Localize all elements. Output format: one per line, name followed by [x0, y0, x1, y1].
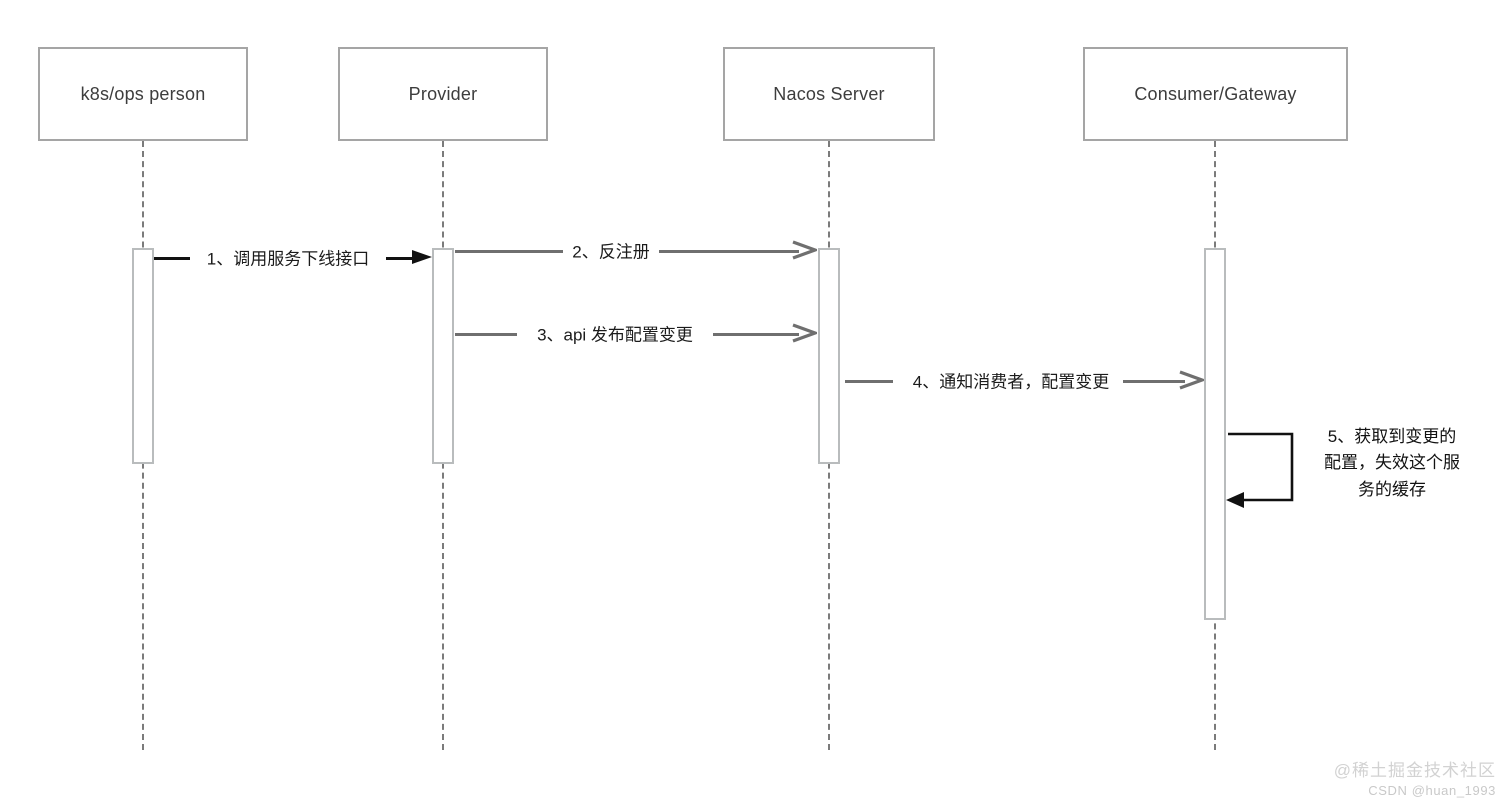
watermark: @稀土掘金技术社区 CSDN @huan_1993	[1296, 756, 1496, 798]
message-5-label-line-3: 务的缓存	[1358, 479, 1426, 499]
message-4-line-left	[845, 380, 893, 383]
participant-label-nacos: Nacos Server	[773, 83, 885, 104]
watermark-author: CSDN @huan_1993	[1368, 783, 1496, 798]
activation-bar-k8s	[132, 248, 154, 464]
message-2-label: 2、反注册	[568, 237, 654, 263]
message-5-self-loop[interactable]	[1222, 424, 1312, 510]
participant-box-k8s[interactable]: k8s/ops person	[38, 47, 248, 141]
activation-bar-provider	[432, 248, 454, 464]
participant-box-provider[interactable]: Provider	[338, 47, 548, 141]
message-3-label: 3、api 发布配置变更	[533, 320, 697, 346]
participant-label-consumer: Consumer/Gateway	[1134, 83, 1297, 104]
message-2-line-left	[455, 250, 563, 253]
message-4-line-right	[1123, 380, 1185, 383]
participant-box-nacos[interactable]: Nacos Server	[723, 47, 935, 141]
message-3-arrowhead	[792, 323, 817, 343]
message-4-arrowhead	[1179, 370, 1204, 390]
participant-label-provider: Provider	[408, 83, 478, 104]
activation-bar-nacos	[818, 248, 840, 464]
message-1-line-right	[386, 257, 416, 260]
message-1-line-left	[154, 257, 190, 260]
activation-bar-consumer	[1204, 248, 1226, 620]
message-5-label: 5、获取到变更的 配置，失效这个服 务的缓存	[1308, 424, 1476, 503]
watermark-site-name: @稀土掘金技术社区	[1333, 761, 1496, 780]
participant-box-consumer[interactable]: Consumer/Gateway	[1083, 47, 1348, 141]
message-4-label: 4、通知消费者，配置变更	[908, 367, 1114, 393]
message-5-label-line-2: 配置，失效这个服	[1324, 453, 1460, 473]
message-1-arrowhead	[412, 250, 432, 264]
message-3-line-left	[455, 333, 517, 336]
message-3-line-right	[713, 333, 799, 336]
participant-label-k8s: k8s/ops person	[80, 83, 206, 104]
message-5-label-line-1: 5、获取到变更的	[1327, 427, 1457, 446]
message-2-arrowhead	[792, 240, 817, 260]
message-1-label: 1、调用服务下线接口	[202, 244, 374, 270]
message-2-line-right	[659, 250, 799, 253]
